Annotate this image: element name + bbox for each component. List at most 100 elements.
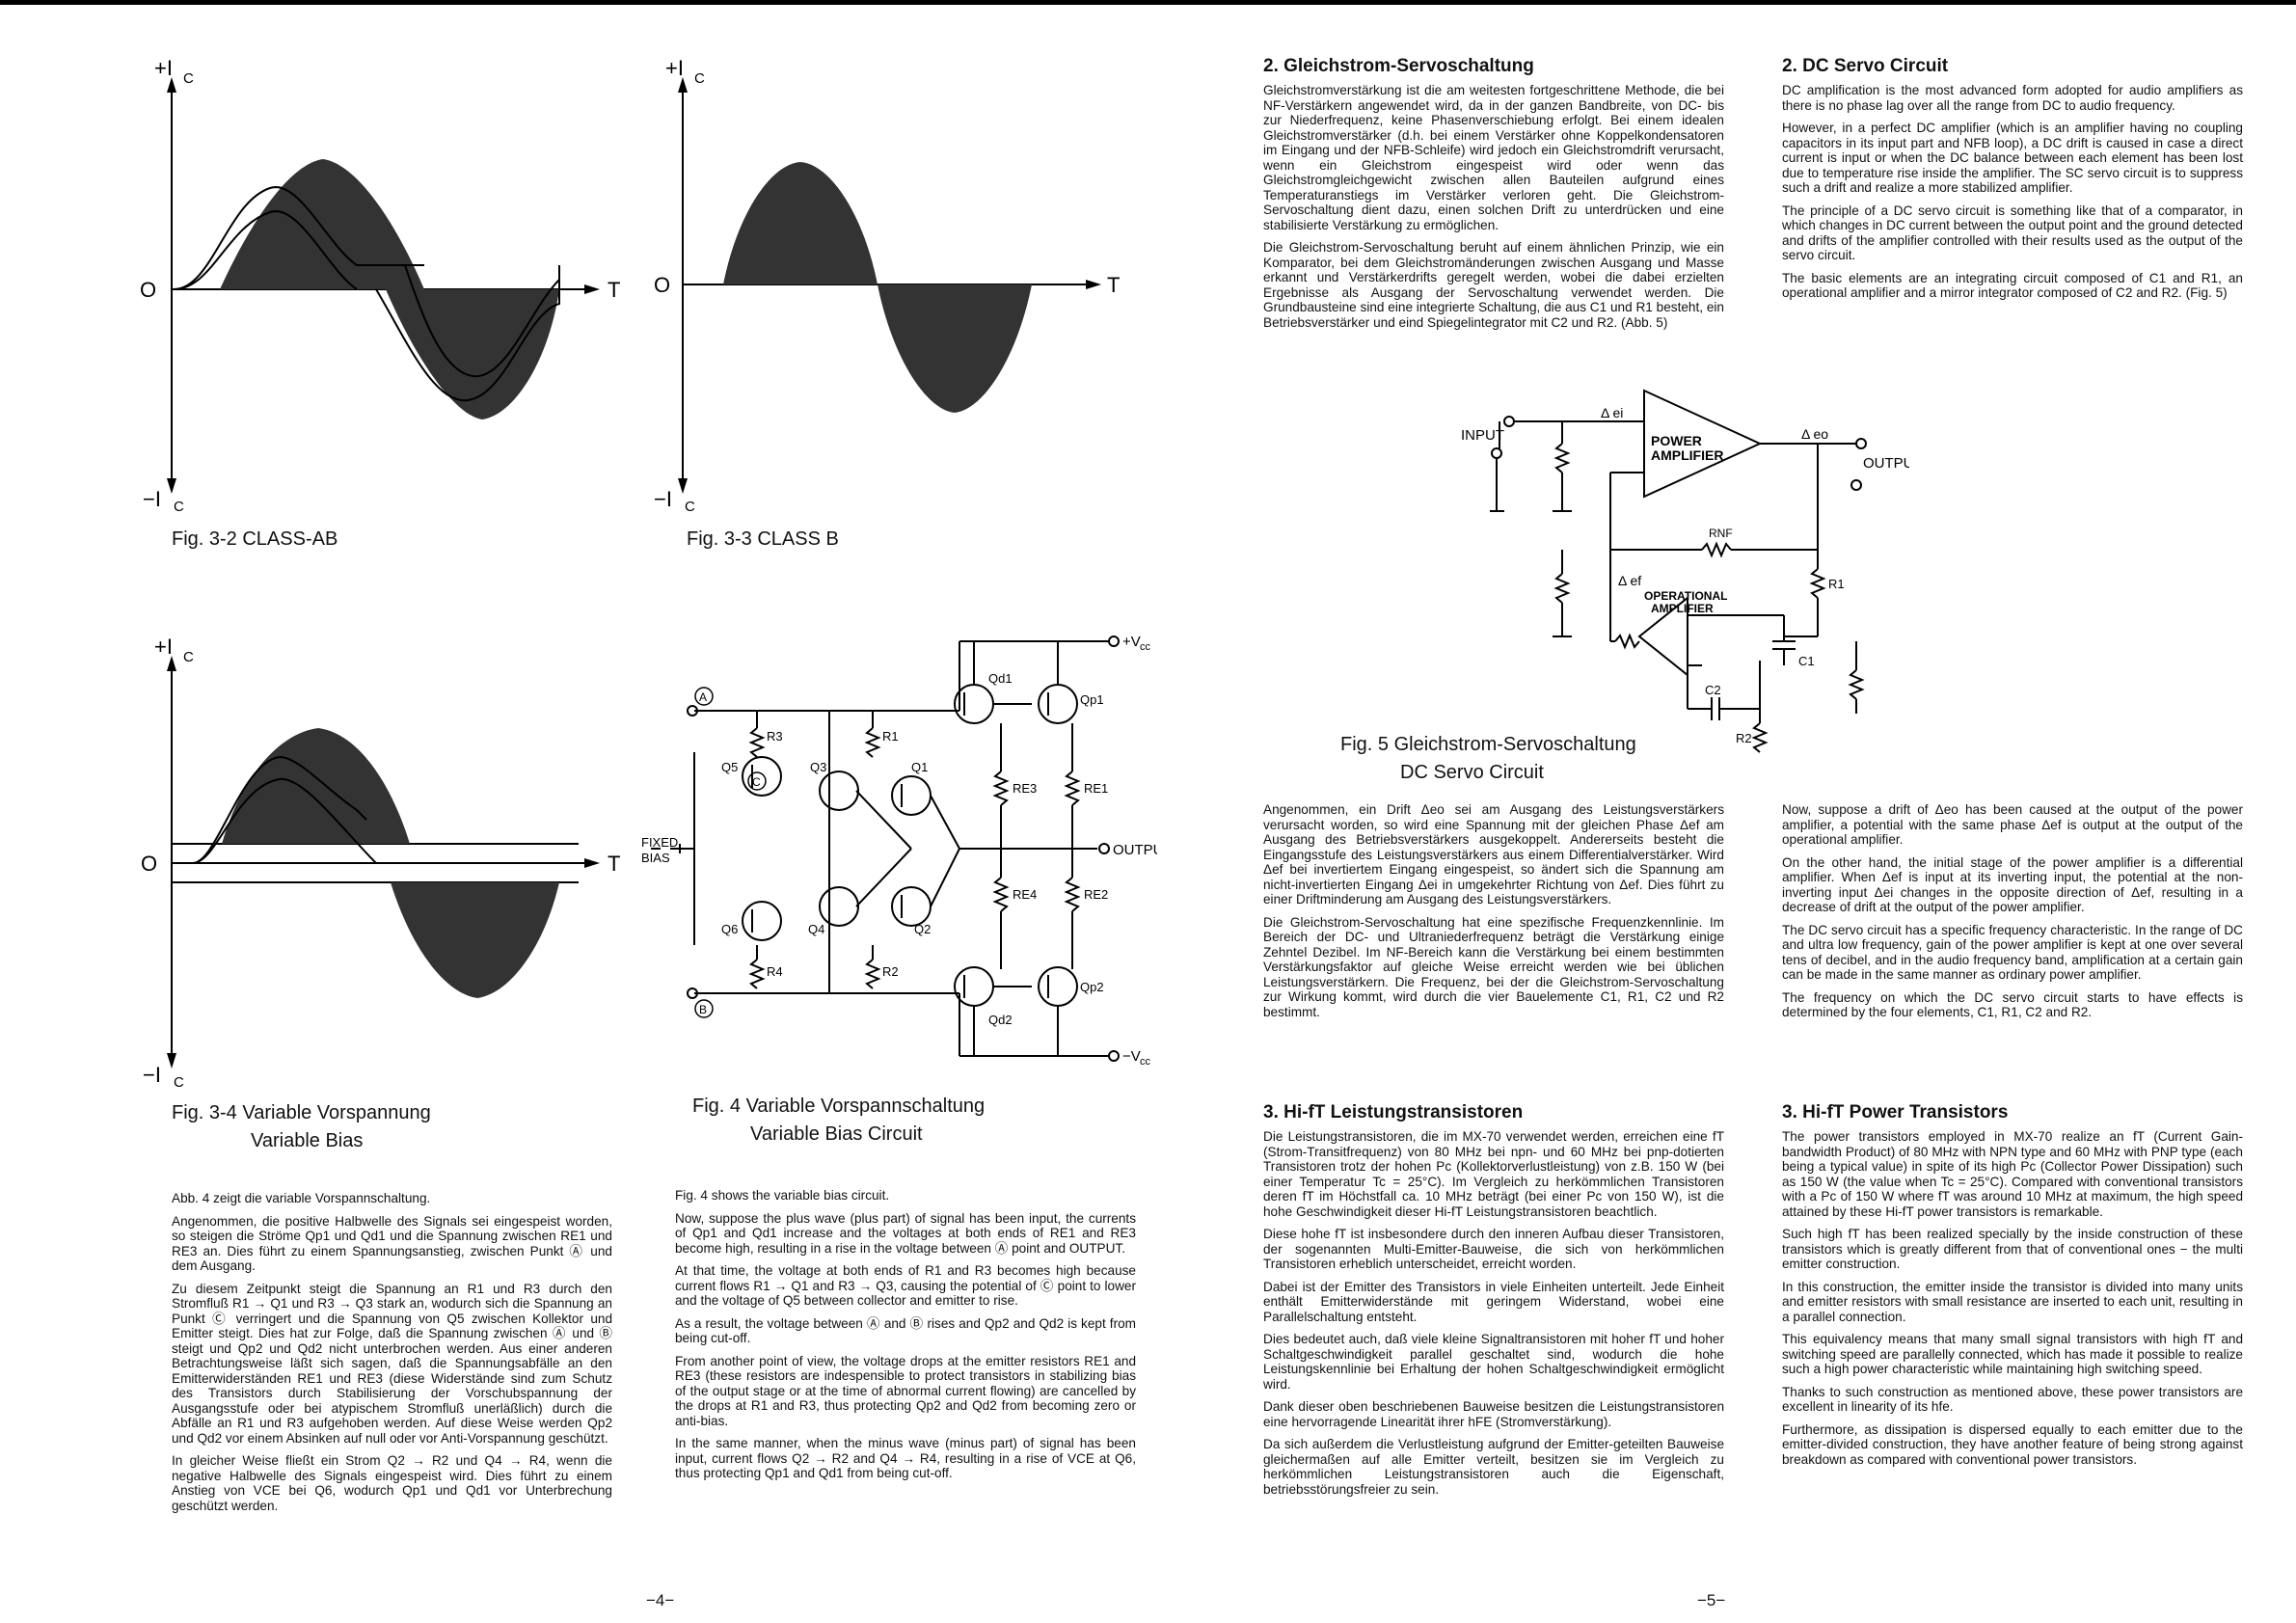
- fig34-origin: O: [141, 852, 157, 876]
- fig5-c1: C1: [1798, 654, 1815, 668]
- paragraph: The principle of a DC servo circuit is s…: [1782, 203, 2243, 263]
- paragraph: Such high fT has been realized specially…: [1782, 1227, 2243, 1271]
- fig33-caption: Fig. 3-3 CLASS B: [687, 528, 839, 550]
- paragraph: Die Leistungstransistoren, die im MX-70 …: [1263, 1129, 1724, 1219]
- fig32-caption: Fig. 3-2 CLASS-AB: [172, 528, 338, 550]
- fig-5-dc-servo-circuit: INPUT OUTPUT POWER AMPLIFIER OPERATIONAL…: [1461, 389, 1909, 753]
- fig4-node-c: C: [752, 775, 761, 789]
- paragraph: Now, suppose a drift of Δeo has been cau…: [1782, 802, 2243, 847]
- fig34-minus-ic-sub: C: [174, 1074, 184, 1091]
- fig5-input-label: INPUT: [1461, 427, 1504, 444]
- page5-en-sec3: The power transistors employed in MX-70 …: [1782, 1129, 2243, 1474]
- fig32-plus-ic-sub: C: [183, 70, 194, 87]
- fig4-node-a: A: [699, 690, 707, 704]
- fig33-t-label: T: [1107, 273, 1120, 297]
- paragraph: Da sich außerdem die Verlustleistung auf…: [1263, 1437, 1724, 1497]
- fig4-vcc-plus-sub: cc: [1140, 641, 1151, 653]
- fig4-q2: Q2: [914, 922, 931, 936]
- fig34-plus-ic: +I: [154, 635, 173, 659]
- paragraph: From another point of view, the voltage …: [675, 1353, 1136, 1428]
- paragraph: In the same manner, when the minus wave …: [675, 1436, 1136, 1480]
- paragraph: In this construction, the emitter inside…: [1782, 1279, 2243, 1324]
- paragraph: Now, suppose the plus wave (plus part) o…: [675, 1210, 1136, 1256]
- fig32-minus-ic: −I: [143, 487, 161, 511]
- fig32-plus-ic: +I: [154, 56, 173, 80]
- paragraph: The power transistors employed in MX-70 …: [1782, 1129, 2243, 1219]
- fig5-r1: R1: [1828, 577, 1845, 591]
- fig34-plus-ic-sub: C: [183, 649, 194, 665]
- fig4-fixed-bias-2: BIAS: [641, 851, 670, 865]
- heading-gleichstrom-servoschaltung: 2. Gleichstrom-Servoschaltung: [1263, 56, 1534, 76]
- fig33-minus-ic-sub: C: [685, 499, 695, 511]
- fig34-minus-ic: −I: [143, 1063, 161, 1087]
- fig4-qp2: Qp2: [1080, 980, 1104, 994]
- page4-english-column: Fig. 4 shows the variable bias circuit. …: [675, 1188, 1136, 1489]
- fig5-power-amp-1: POWER: [1651, 433, 1702, 448]
- fig4-q3: Q3: [810, 760, 826, 774]
- fig4-q4: Q4: [808, 922, 824, 936]
- fig4-qd1: Qd1: [988, 671, 1013, 686]
- fig-3-3-class-b-graph: +I C −I C O T: [654, 56, 1120, 511]
- fig4-node-b: B: [699, 1003, 707, 1016]
- paragraph: In gleicher Weise fließt ein Strom Q2 → …: [172, 1453, 612, 1513]
- fig5-delta-ef: Δ ef: [1618, 573, 1641, 588]
- paragraph: DC amplification is the most advanced fo…: [1782, 83, 2243, 113]
- fig4-output-label: OUTPU: [1113, 842, 1157, 858]
- paragraph: Die Gleichstrom-Servoschaltung beruht au…: [1263, 240, 1724, 330]
- page5-de-sec2-mid: Angenommen, ein Drift Δeo sei am Ausgang…: [1263, 802, 1724, 1027]
- fig4-qd2: Qd2: [988, 1013, 1013, 1027]
- fig4-caption-line2: Variable Bias Circuit: [750, 1123, 923, 1145]
- paragraph: Angenommen, ein Drift Δeo sei am Ausgang…: [1263, 802, 1724, 906]
- fig34-t-label: T: [608, 852, 620, 876]
- fig4-r2: R2: [882, 964, 899, 979]
- paragraph: Diese hohe fT ist insbesondere durch den…: [1263, 1227, 1724, 1271]
- fig-3-4-variable-bias-graph: +I C −I C O T: [141, 635, 620, 1091]
- fig5-r2: R2: [1736, 731, 1752, 745]
- fig5-caption-line1: Fig. 5 Gleichstrom-Servoschaltung: [1340, 734, 1636, 755]
- fig4-caption-line1: Fig. 4 Variable Vorspannschaltung: [692, 1096, 986, 1117]
- fig34-caption-line2: Variable Bias: [251, 1130, 364, 1151]
- fig4-re2: RE2: [1084, 887, 1108, 902]
- paragraph: As a result, the voltage between Ⓐ and Ⓑ…: [675, 1315, 1136, 1346]
- paragraph: Die Gleichstrom-Servoschaltung hat eine …: [1263, 914, 1724, 1019]
- heading-dc-servo-circuit: 2. DC Servo Circuit: [1782, 56, 1949, 76]
- fig33-plus-ic-sub: C: [694, 70, 705, 87]
- page5-de-sec3: Die Leistungstransistoren, die im MX-70 …: [1263, 1129, 1724, 1504]
- fig4-vcc-minus-sub: cc: [1140, 1056, 1151, 1068]
- fig4-q6: Q6: [721, 922, 738, 936]
- fig4-qp1: Qp1: [1080, 692, 1104, 707]
- page5-en-sec2-top: DC amplification is the most advanced fo…: [1782, 83, 2243, 309]
- fig32-t-label: T: [608, 278, 620, 302]
- paragraph: However, in a perfect DC amplifier (whic…: [1782, 121, 2243, 195]
- paragraph: On the other hand, the initial stage of …: [1782, 854, 2243, 915]
- paragraph: The DC servo circuit has a specific freq…: [1782, 922, 2243, 983]
- paragraph: Zu diesem Zeitpunkt steigt die Spannung …: [172, 1281, 612, 1446]
- fig5-delta-eo: Δ eo: [1801, 426, 1828, 442]
- paragraph: Dies bedeutet auch, daß viele kleine Sig…: [1263, 1332, 1724, 1392]
- fig33-plus-ic: +I: [665, 56, 684, 80]
- fig5-c2: C2: [1705, 683, 1721, 697]
- fig32-origin: O: [140, 278, 156, 302]
- fig4-r1: R1: [882, 729, 899, 744]
- page4-german-column: Abb. 4 zeigt die variable Vorspannschalt…: [172, 1191, 612, 1521]
- paragraph: At that time, the voltage at both ends o…: [675, 1263, 1136, 1308]
- paragraph: Dank dieser oben beschriebenen Bauweise …: [1263, 1399, 1724, 1429]
- paragraph: This equivalency means that many small s…: [1782, 1332, 2243, 1376]
- fig4-re4: RE4: [1013, 887, 1037, 902]
- fig-4-variable-bias-circuit: +V cc −V cc OUTPU FIXED BIAS A B C Q5 Q3…: [641, 634, 1157, 1068]
- fig4-vcc-minus: −V: [1122, 1048, 1141, 1065]
- fig4-re1: RE1: [1084, 781, 1108, 796]
- paragraph: The frequency on which the DC servo circ…: [1782, 989, 2243, 1020]
- fig4-fixed-bias-1: FIXED: [641, 835, 678, 850]
- page5-de-sec2-top: Gleichstromverstärkung ist die am weites…: [1263, 83, 1724, 338]
- fig4-q5: Q5: [721, 760, 738, 774]
- fig4-r3: R3: [767, 729, 783, 744]
- fig34-caption-line1: Fig. 3-4 Variable Vorspannung: [172, 1102, 431, 1123]
- paragraph: Angenommen, die positive Halbwelle des S…: [172, 1213, 612, 1274]
- heading-hift-power-transistors: 3. Hi-fT Power Transistors: [1782, 1102, 2009, 1123]
- fig4-vcc-plus: +V: [1122, 634, 1141, 650]
- paragraph: Dabei ist der Emitter des Transistors in…: [1263, 1279, 1724, 1324]
- fig5-caption-line2: DC Servo Circuit: [1400, 762, 1544, 783]
- paragraph: The basic elements are an integrating ci…: [1782, 270, 2243, 301]
- fig5-delta-ei: Δ ei: [1601, 405, 1623, 420]
